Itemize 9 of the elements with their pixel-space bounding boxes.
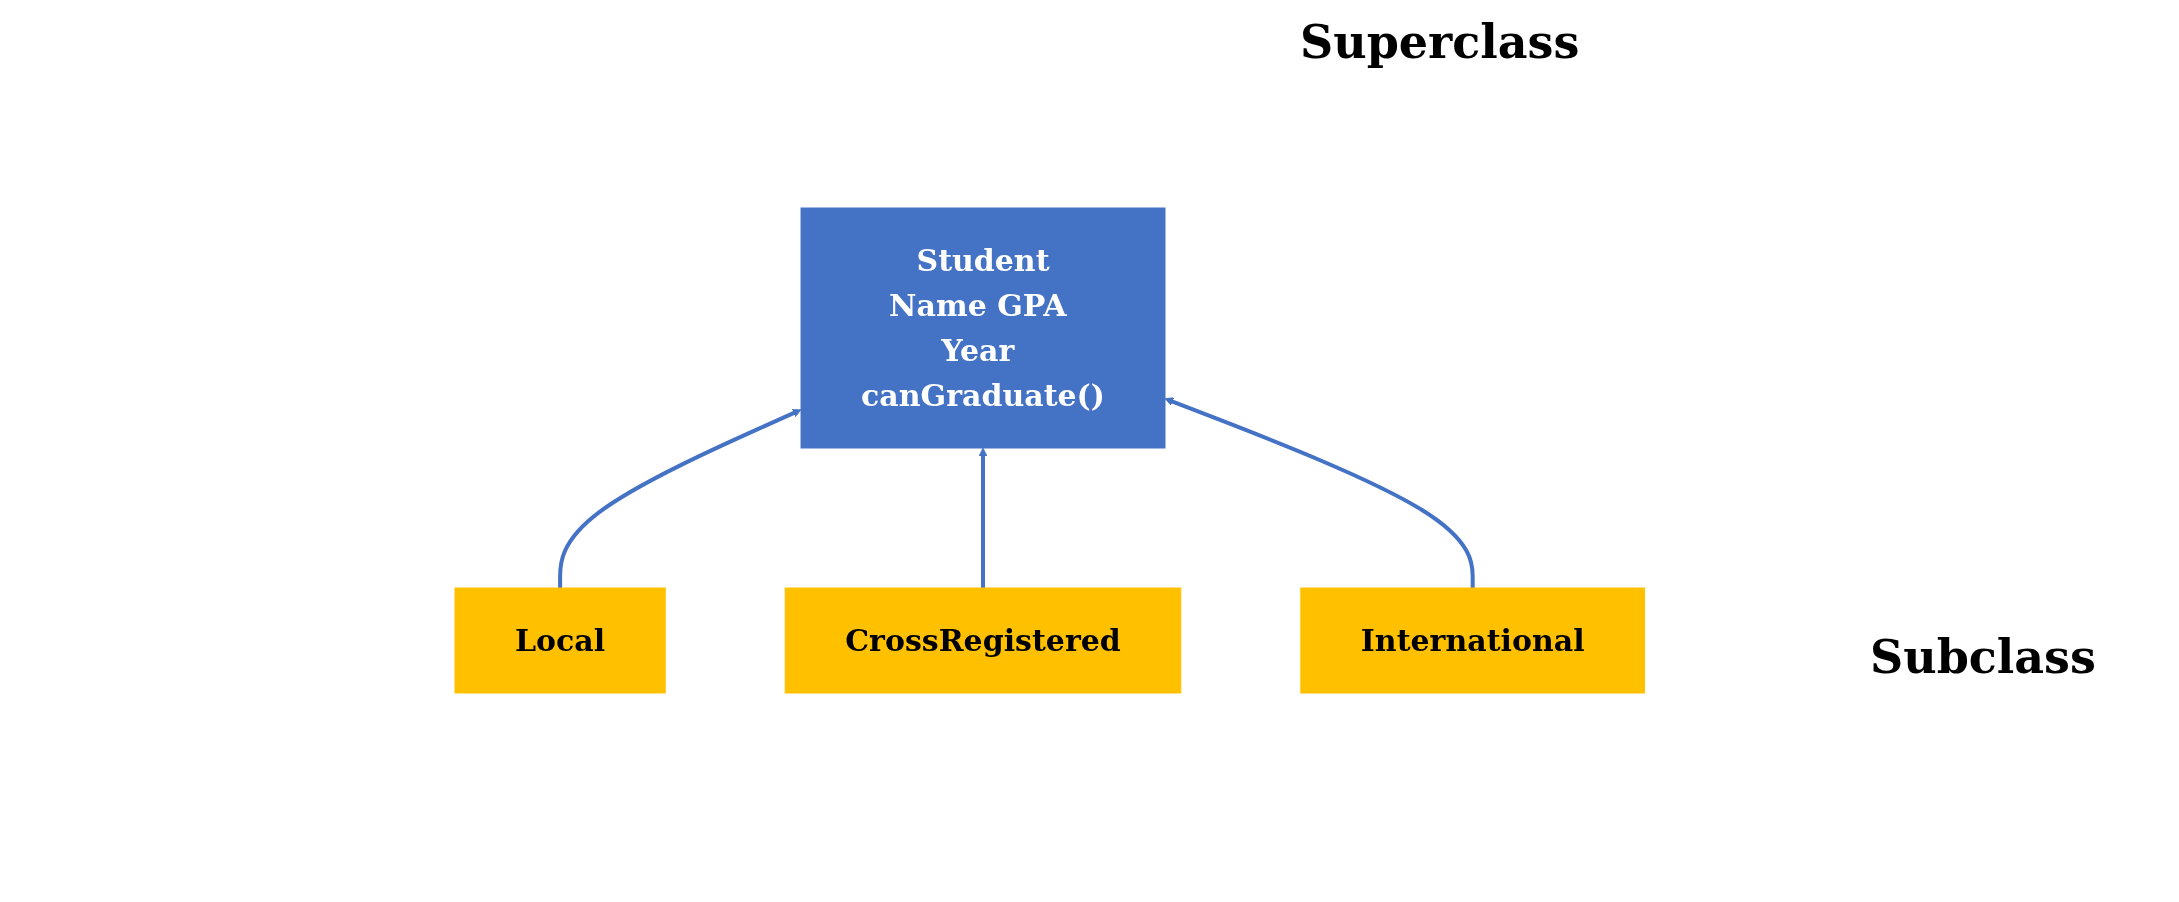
heading-label: Superclass <box>1300 15 1580 69</box>
node-box: Student Name GPA Year canGraduate() <box>800 207 1166 448</box>
heading-label: Subclass <box>1870 630 2096 684</box>
node-box: International <box>1300 587 1646 693</box>
arrow <box>1164 396 1475 588</box>
arrow <box>558 408 802 588</box>
arrow <box>978 447 988 588</box>
node-box: Local <box>454 587 666 693</box>
node-box: CrossRegistered <box>784 587 1182 693</box>
